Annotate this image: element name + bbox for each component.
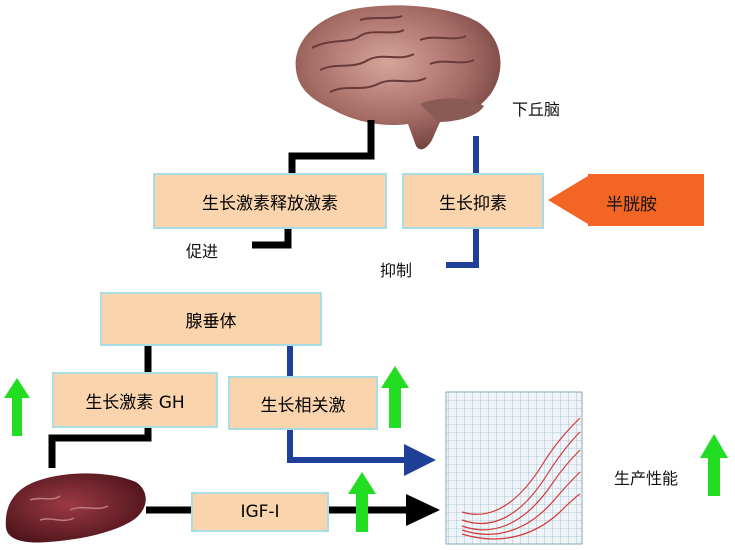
- inhibit-line-related-chart: [287, 430, 408, 463]
- liver-image: [5, 473, 146, 543]
- igf-box: IGF-I: [191, 492, 329, 532]
- cysteamine-label: 半胱胺: [606, 195, 657, 215]
- promote-line-brain-ghrh: [288, 120, 375, 175]
- promote-label: 促进: [186, 242, 219, 261]
- inhibit-label: 抑制: [380, 261, 413, 280]
- cysteamine-arrow: [548, 174, 704, 226]
- hypothalamus-label: 下丘脑: [512, 100, 561, 119]
- promote-line-gh-liver: [48, 428, 152, 468]
- inhibit-line-somatostatin-pituitary: [446, 228, 479, 268]
- arrow-to-chart-black: [406, 494, 440, 526]
- up-arrows: [4, 366, 728, 532]
- brain-image: [295, 5, 501, 150]
- promote-line-ghrh-pituitary: [252, 228, 292, 249]
- performance-label: 生产性能: [614, 469, 679, 488]
- ghrh-box: 生长激素释放激素: [153, 173, 387, 229]
- pituitary-box: 腺垂体: [100, 292, 322, 346]
- related-hormones-box: 生长相关激: [228, 376, 378, 430]
- growth-chart-image: [445, 391, 583, 545]
- arrow-to-chart-blue: [404, 444, 436, 476]
- somatostatin-box: 生长抑素: [402, 173, 544, 229]
- gh-box: 生长激素 GH: [52, 372, 218, 428]
